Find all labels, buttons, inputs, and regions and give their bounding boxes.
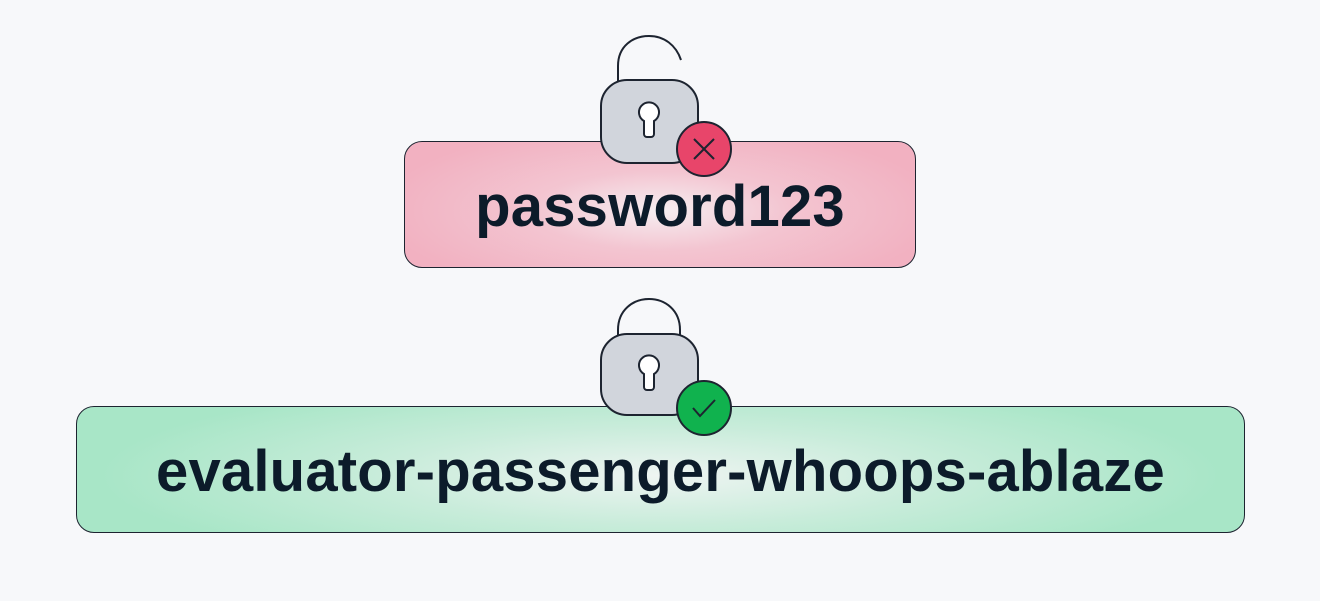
weak-password-text: password123: [475, 174, 845, 239]
unlocked-padlock-icon: [600, 34, 732, 177]
strong-password-box: evaluator-passenger-whoops-ablaze: [76, 406, 1245, 533]
keyhole: [638, 354, 660, 391]
locked-padlock-icon: [600, 297, 732, 436]
x-badge-icon: [676, 121, 732, 177]
check-badge-icon: [676, 380, 732, 436]
keyhole: [638, 101, 660, 138]
strong-password-text: evaluator-passenger-whoops-ablaze: [156, 439, 1165, 504]
open-shackle: [617, 34, 682, 82]
closed-shackle: [617, 297, 681, 342]
